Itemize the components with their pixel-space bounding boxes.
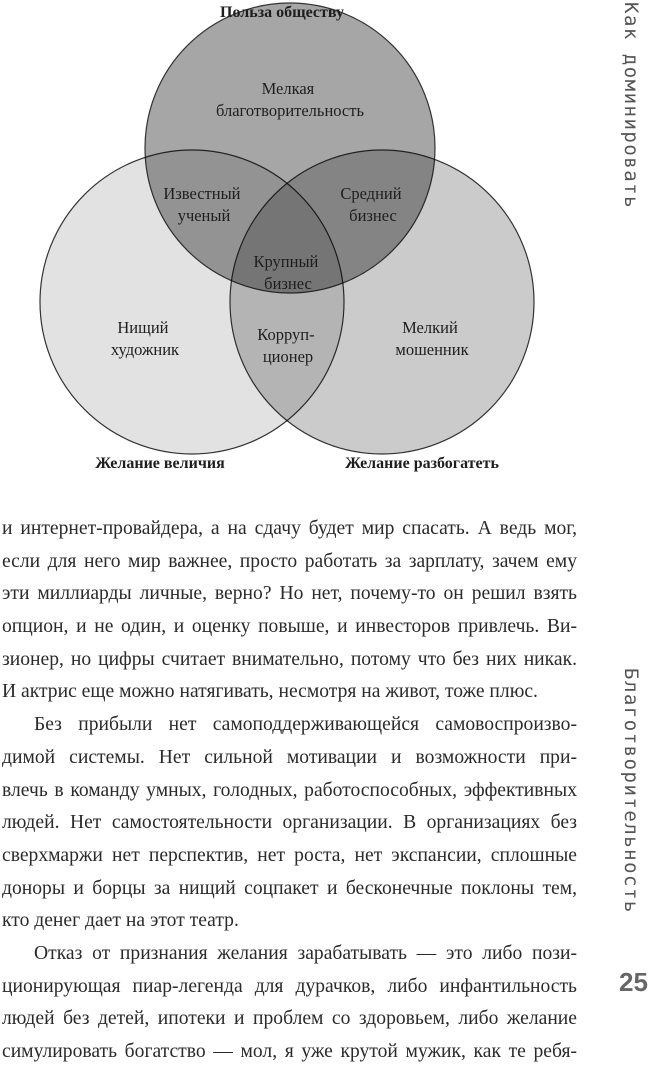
venn-diagram: Польза обществу Желание величия Желание … xyxy=(39,2,535,472)
axis-label-right: Желание разбогатеть xyxy=(345,455,499,472)
region-center: Крупный бизнес xyxy=(254,252,323,293)
text-line: Отказ от признания желания зарабатывать … xyxy=(34,942,577,964)
region-right-only: Мелкий мошенник xyxy=(395,318,469,359)
running-head: Как доминировать xyxy=(620,2,642,210)
axis-label-left: Желание величия xyxy=(95,455,225,472)
text-line: доноры и борцы за нищий соцпакет и беско… xyxy=(2,877,577,899)
axis-label-top: Польза обществу xyxy=(220,4,344,21)
page-number: 25 xyxy=(619,967,648,997)
body-text: и интернет-провайдера, а на сдачу будет … xyxy=(2,513,577,1069)
text-line: ционирующая пиар-легенда для дурачков, л… xyxy=(2,975,577,997)
region-top-right: Средний бизнес xyxy=(340,184,405,225)
text-line: влечь в команду умных, голодных, работос… xyxy=(2,779,577,801)
text-line: сверхмаржи нет перспектив, нет роста, не… xyxy=(2,844,577,866)
text-line: если для него мир важнее, просто работат… xyxy=(2,550,577,572)
section-title: Благотворительность xyxy=(620,668,642,914)
circle-public-benefit xyxy=(144,2,436,294)
region-top-left: Известный ученый xyxy=(163,184,244,225)
region-top-only: Мелкая благотворительность xyxy=(216,79,364,120)
region-left-right: Корруп- ционер xyxy=(257,325,318,366)
text-line: Без прибыли нет самоподдерживающейся сам… xyxy=(34,714,577,736)
text-line: И актрис еще можно натягивать, несмотря … xyxy=(2,681,538,703)
text-line: эти миллиарды личные, верно? Но нет, поч… xyxy=(2,583,577,605)
text-line: кто денег дает на этот театр. xyxy=(2,910,239,932)
text-line: зионер, но цифры считает внимательно, по… xyxy=(2,648,577,670)
text-line: людей. Нет самостоятельности организации… xyxy=(2,812,577,834)
text-line: опцион, и не один, и оценку повыше, и ин… xyxy=(2,616,577,638)
text-line: людей без детей, ипотеки и проблем со зд… xyxy=(2,1008,577,1030)
text-line: симулировать богатство — мол, я уже крут… xyxy=(2,1041,577,1062)
region-left-only: Нищий художник xyxy=(111,318,180,359)
text-line: димой системы. Нет сильной мотивации и в… xyxy=(2,746,577,768)
text-line: и интернет-провайдера, а на сдачу будет … xyxy=(2,518,577,539)
